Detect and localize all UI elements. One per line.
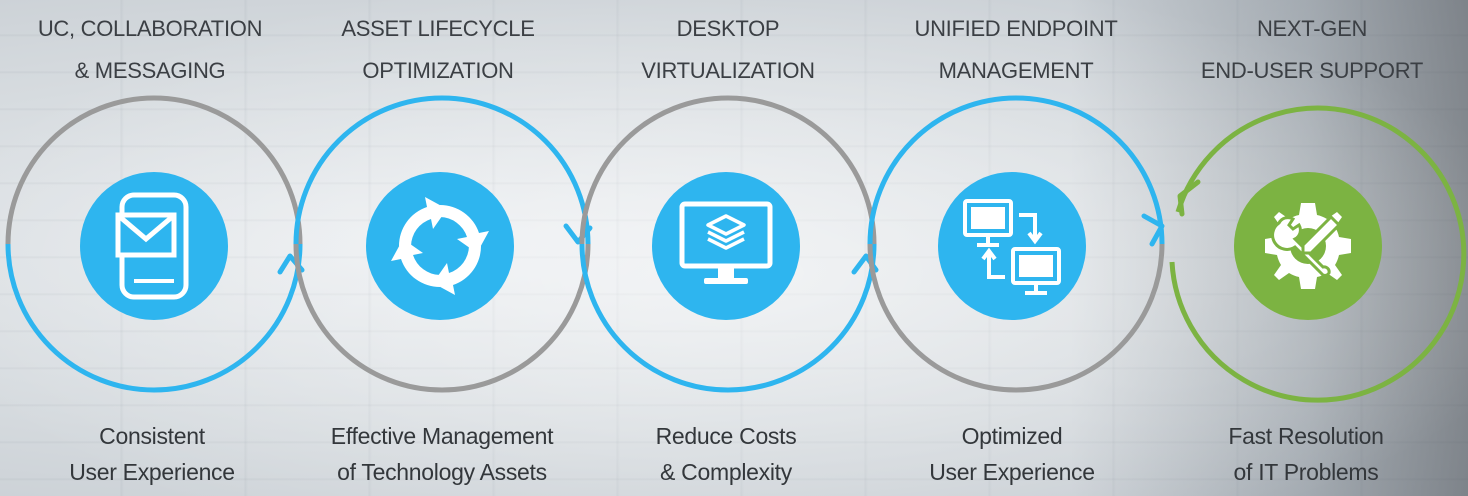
ring-uc-collaboration [5,95,303,393]
arrow-icon [1141,213,1165,247]
stage-title-desktop-virtualization: DESKTOP VIRTUALIZATION [641,16,815,83]
stage-caption-desktop-virtualization: Reduce Costs & Complexity [655,423,797,485]
stage-caption-uc-collaboration: Consistent User Experience [69,423,235,485]
stage-title-uc-collaboration: UC, COLLABORATION & MESSAGING [37,16,263,83]
ring-unified-endpoint [867,95,1165,393]
stage-title-next-gen-support: NEXT-GEN END-USER SUPPORT [1200,16,1424,83]
stage-caption-asset-lifecycle: Effective Management of Technology Asset… [330,423,554,485]
ring-desktop-virtualization [579,95,877,393]
gear-wrench-icon [1234,172,1382,320]
computer-sync-icon [938,172,1086,320]
arrow-icon [1177,179,1201,217]
ring-asset-lifecycle [293,95,591,393]
stage-caption-unified-endpoint: Optimized User Experience [929,423,1095,485]
ring-next-gen-support [1169,105,1467,403]
mobile-mail-icon [80,172,228,320]
arrow-icon [563,223,593,245]
stage-title-asset-lifecycle: ASSET LIFECYCLE OPTIMIZATION [341,16,535,83]
monitor-layers-icon [652,172,800,320]
stage-title-unified-endpoint: UNIFIED ENDPOINT MANAGEMENT [914,16,1118,83]
refresh-cycle-icon [366,172,514,320]
stage-caption-next-gen-support: Fast Resolution of IT Problems [1228,423,1384,485]
